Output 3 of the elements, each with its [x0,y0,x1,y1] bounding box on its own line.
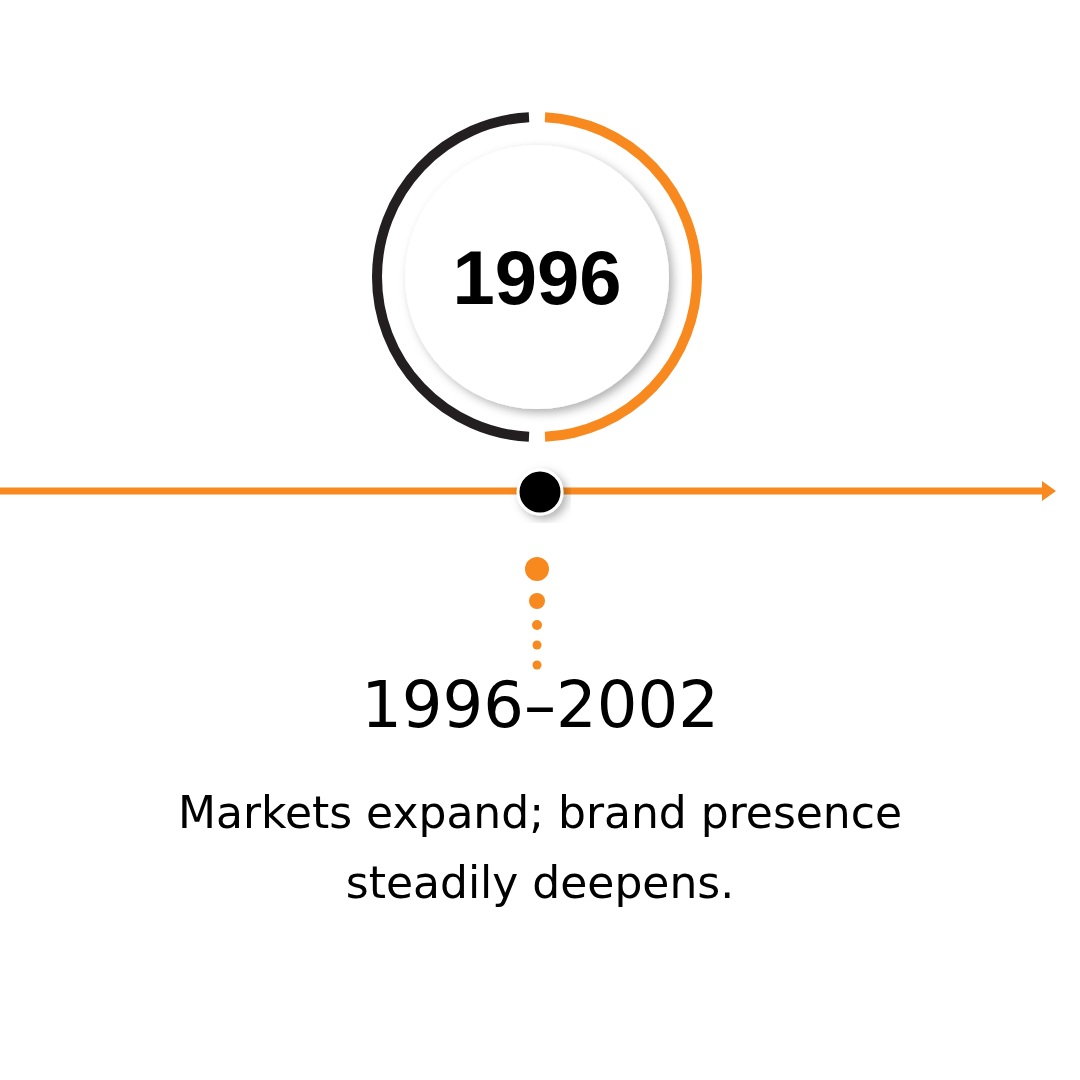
description-text: Markets expand; brand presence steadily deepens. [176,786,904,910]
year-label: 1996 [452,233,622,321]
period-heading: 1996–2002 [360,668,720,742]
